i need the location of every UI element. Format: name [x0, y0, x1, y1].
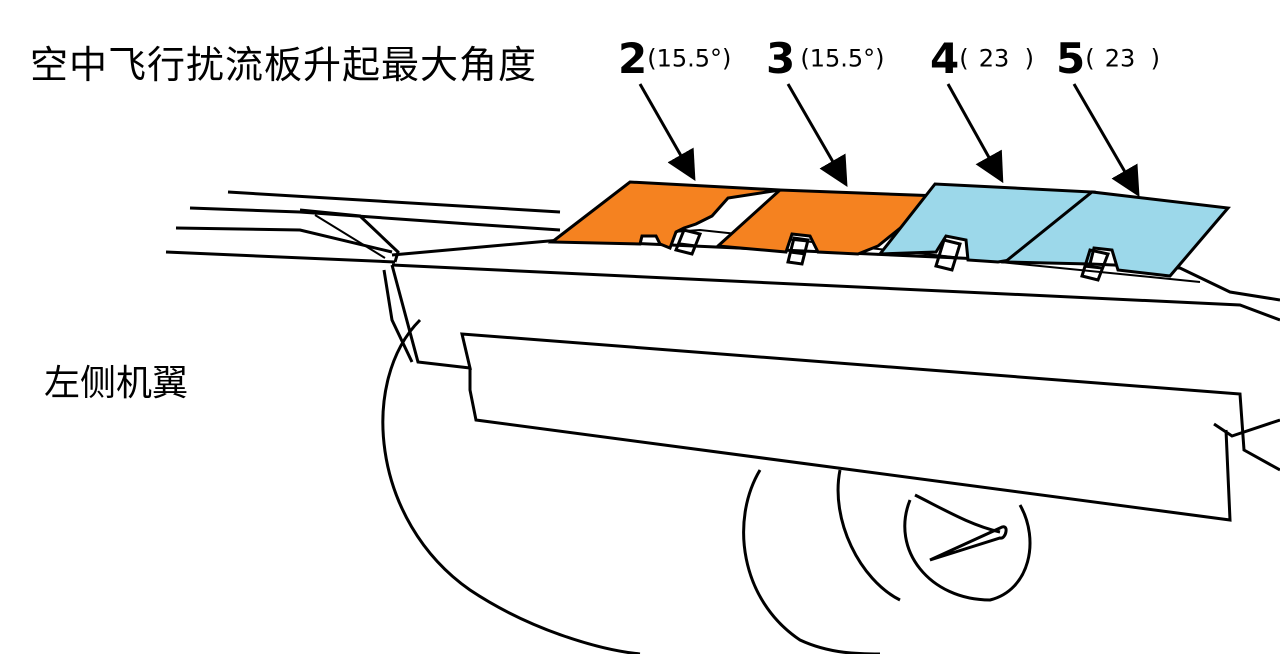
- spoiler-5-open-paren: (: [1085, 44, 1095, 73]
- engine-core-curve: [836, 469, 901, 602]
- wing-fence-inner: [314, 214, 386, 259]
- spoiler-5-panel: [1000, 190, 1231, 278]
- spoiler-4-number: 4: [930, 34, 960, 83]
- spoiler-4-angle: 23: [978, 44, 1010, 73]
- spoiler-3-number: 3: [766, 34, 796, 83]
- spoiler-3-label: 3 (15.5°): [766, 34, 885, 83]
- spoiler-4-open-paren: (: [959, 44, 969, 73]
- spoiler-4-actuator: [934, 238, 962, 272]
- spoiler-4-arrow: [946, 83, 1004, 184]
- flap-outline: [390, 264, 1280, 472]
- wing-fence: [299, 208, 400, 263]
- spoiler-2-panel: [547, 180, 781, 250]
- flap-lower-edge: [468, 368, 1232, 522]
- spoiler-2-number: 2: [618, 34, 648, 83]
- spoiler-5-close-paren: ): [1150, 44, 1160, 73]
- spoiler-5-angle: 23: [1104, 44, 1136, 73]
- engine-spinner-line: [914, 493, 1001, 534]
- engine-nacelle-outline: [381, 318, 641, 654]
- wing-leading-edge-2: [189, 206, 561, 232]
- spoiler-3-open-paren: (: [800, 44, 810, 73]
- spoiler-4-close-paren: ): [1024, 44, 1034, 73]
- spoiler-2-actuator: [673, 228, 703, 256]
- wing-leading-edge-3: [175, 226, 393, 254]
- wing-trailing-edge: [391, 263, 1280, 322]
- spoiler-3-panel: [714, 188, 945, 256]
- flap-nose: [382, 269, 414, 363]
- spoiler-5-actuator: [1080, 248, 1111, 282]
- wing-upper-surface: [391, 238, 1280, 302]
- spoiler-4-label: 4( 23 ): [930, 34, 1034, 83]
- spoiler-3-arrow: [786, 83, 848, 187]
- spoiler-4-panel: [876, 182, 1096, 264]
- spoiler-3-angle: 15.5°: [809, 44, 876, 73]
- diagram-title: 空中飞行扰流板升起最大角度: [30, 43, 538, 87]
- spoiler-3-close-paren: ): [875, 44, 885, 73]
- engine-fan-outline: [903, 499, 1032, 602]
- spoiler-2-arrow: [638, 83, 696, 182]
- spoiler-3-actuator: [786, 236, 810, 266]
- spoiler-5-label: 5( 23 ): [1056, 34, 1160, 83]
- spoiler-2-label: 2(15.5°): [618, 34, 731, 83]
- wing-side-label: 左侧机翼: [44, 363, 189, 404]
- spoiler-5-number: 5: [1056, 34, 1086, 83]
- spoiler-2-angle: 15.5°: [656, 44, 723, 73]
- spoiler-5-arrow: [1072, 83, 1140, 197]
- spoiler-2-close-paren: ): [722, 44, 732, 73]
- engine-spinner: [929, 525, 1008, 562]
- wing-leading-edge-1: [227, 190, 561, 214]
- spoiler-2-open-paren: (: [647, 44, 657, 73]
- engine-nacelle-inner: [742, 469, 881, 654]
- wing-leading-edge-4: [165, 250, 396, 264]
- flap-track: [1213, 418, 1280, 438]
